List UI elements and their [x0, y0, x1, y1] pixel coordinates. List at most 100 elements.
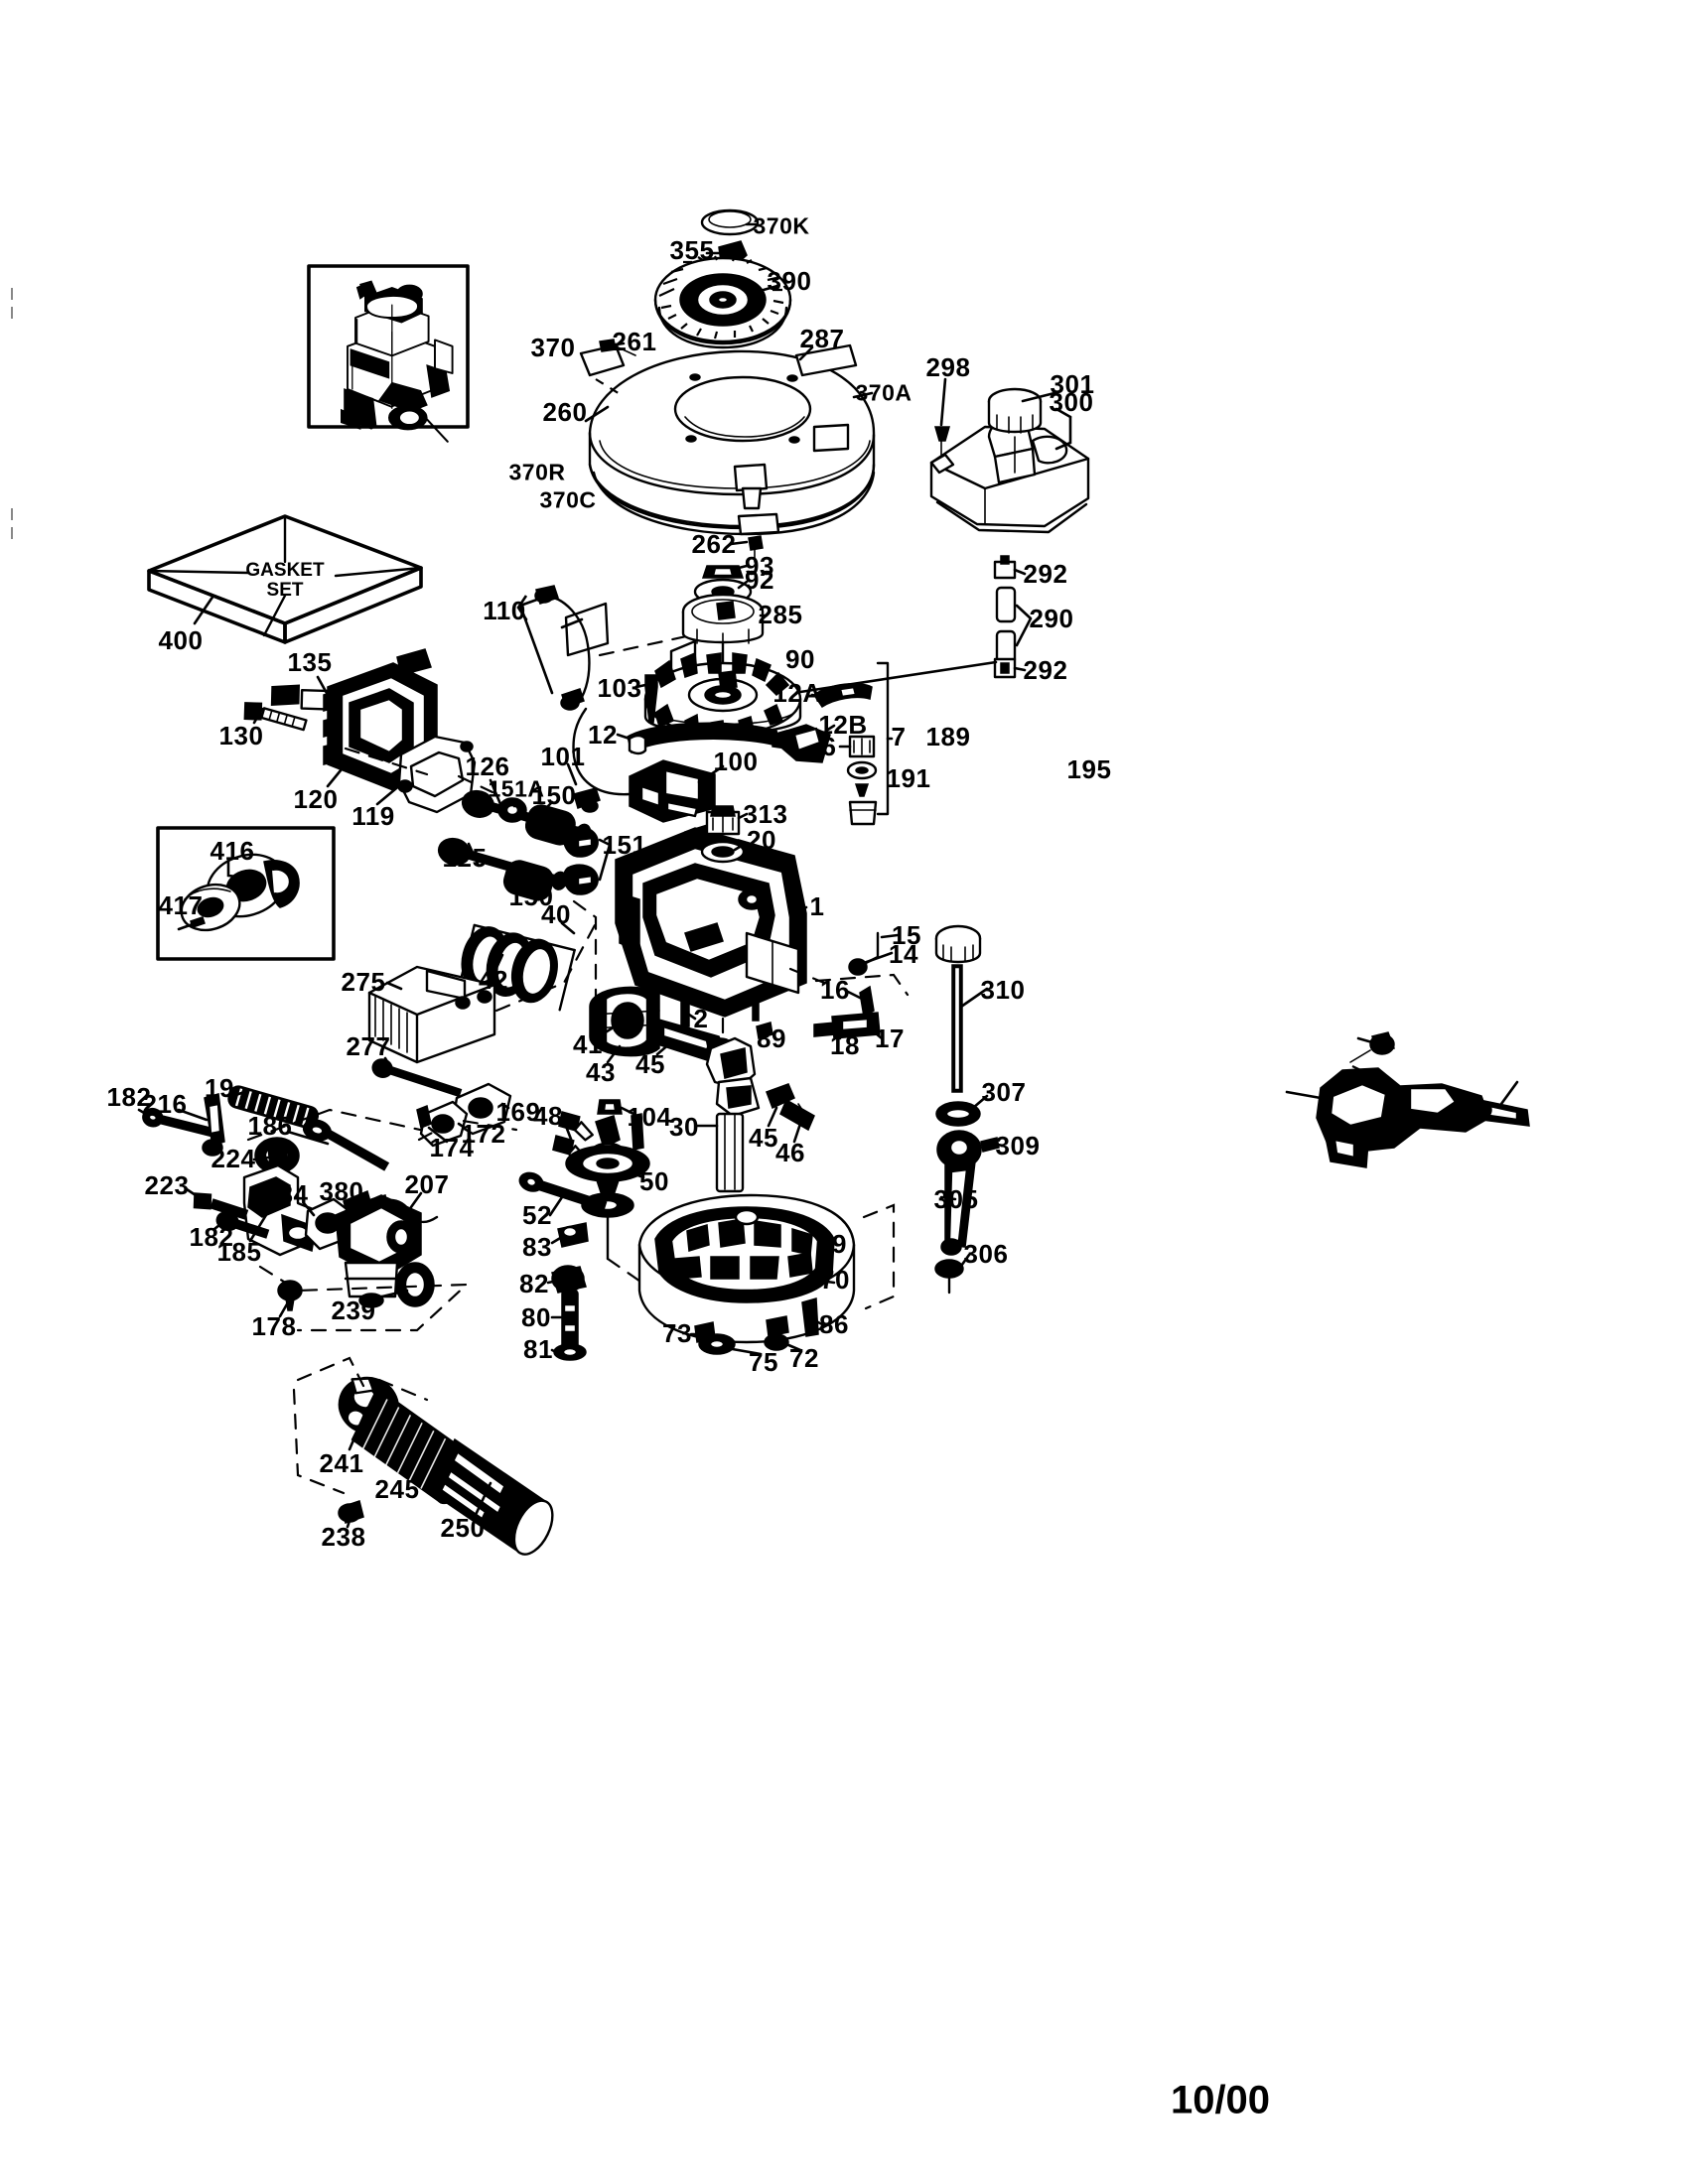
- callout-178-95: 178: [251, 1311, 297, 1341]
- callout-260-9: 260: [542, 397, 588, 427]
- callout-2-56: 2: [693, 1004, 709, 1033]
- callout-6-29: 6: [821, 732, 837, 761]
- callout-172-76: 172: [461, 1119, 506, 1149]
- callout-20-44: 20: [747, 825, 776, 855]
- callout-370C-12: 370C: [539, 486, 597, 513]
- callout-275-53: 275: [341, 967, 386, 997]
- engine-assembly-inset-art: [307, 264, 470, 443]
- callout-150-46: 150: [508, 882, 554, 911]
- callout-285-17: 285: [758, 600, 803, 629]
- callout-69-89: 69: [817, 1229, 847, 1259]
- callout-119-40: 119: [351, 801, 395, 831]
- callout-207-82: 207: [404, 1169, 450, 1199]
- callout-186-68: 186: [247, 1111, 293, 1141]
- callout-277-60: 277: [346, 1031, 391, 1061]
- callout-250-103: 250: [440, 1513, 486, 1543]
- callout-287-5: 287: [799, 324, 845, 353]
- callout-184-80: 184: [263, 1179, 309, 1209]
- callout-93-14: 93: [745, 551, 774, 581]
- gasket-set-text: GASKET SET: [245, 560, 325, 601]
- callout-50-83: 50: [639, 1166, 669, 1196]
- governor-linkage-left-art: [137, 1085, 470, 1332]
- callout-185-86: 185: [216, 1237, 262, 1267]
- callout-400-19: 400: [158, 625, 204, 655]
- callout-41-61: 41: [573, 1029, 603, 1059]
- callout-48-70: 48: [533, 1101, 563, 1131]
- callout-83-88: 83: [522, 1232, 552, 1262]
- callout-306-91: 306: [963, 1239, 1009, 1269]
- callout-298-6: 298: [925, 352, 971, 382]
- cylinder-head-art: [243, 648, 494, 814]
- piston-rod-art: [589, 986, 815, 1193]
- crankshaft-art: [695, 1036, 815, 1193]
- callout-16-54: 16: [820, 975, 850, 1005]
- callout-309-75: 309: [995, 1131, 1041, 1160]
- callout-307-64: 307: [981, 1077, 1027, 1107]
- callout-182-85: 182: [189, 1222, 234, 1252]
- callout-126-32: 126: [465, 751, 510, 781]
- callout-310-55: 310: [980, 975, 1026, 1005]
- callout-86-96: 86: [819, 1309, 849, 1339]
- callout-52-87: 52: [522, 1200, 552, 1230]
- callout-239-94: 239: [331, 1296, 376, 1325]
- callout-417-48: 417: [158, 890, 204, 920]
- callout-120-39: 120: [293, 784, 339, 814]
- piston-rings-art: [458, 923, 576, 1012]
- callout-130-26: 130: [218, 721, 264, 751]
- valve-train-art: [437, 778, 612, 1054]
- throttle-bracket-art: [1285, 1031, 1530, 1168]
- callout-40-47: 40: [541, 899, 571, 929]
- callout-18-57: 18: [830, 1030, 860, 1060]
- callout-46-74: 46: [775, 1138, 805, 1167]
- callout-14-51: 14: [889, 939, 918, 969]
- callout-300-8: 300: [1049, 387, 1094, 417]
- callout-135-23: 135: [287, 647, 333, 677]
- callout-125-41: 125: [442, 843, 488, 873]
- callout-182-65: 182: [106, 1082, 152, 1112]
- callout-30-72: 30: [669, 1112, 699, 1142]
- callout-151A-37: 151A: [488, 775, 545, 802]
- callout-195-35: 195: [1066, 754, 1112, 784]
- callout-89-59: 89: [757, 1024, 786, 1053]
- callout-42-52: 42: [479, 965, 508, 995]
- callout-75-99: 75: [749, 1347, 778, 1377]
- callout-301-7: 301: [1050, 369, 1095, 399]
- callout-17-58: 17: [875, 1024, 905, 1053]
- muffler-art: [367, 921, 598, 1098]
- oil-pan-art: [637, 1193, 896, 1356]
- callout-19-67: 19: [205, 1073, 234, 1103]
- governor-spool-art: [518, 1099, 697, 1361]
- callout-80-93: 80: [521, 1302, 551, 1332]
- starter-dog-inset-art: [156, 826, 336, 961]
- callout-416-45: 416: [210, 836, 255, 866]
- callout-90-21: 90: [785, 644, 815, 674]
- fuel-line-grommets-art: [993, 555, 1033, 679]
- date-code: 10/00: [1170, 2078, 1271, 2122]
- callout-1-49: 1: [809, 891, 825, 921]
- air-filter-art: [292, 1356, 554, 1556]
- callout-245-102: 245: [374, 1474, 420, 1504]
- callout-12B-27: 12B: [818, 710, 868, 740]
- callout-72-100: 72: [789, 1343, 819, 1373]
- gasket-set-art: [147, 514, 423, 644]
- callout-150-38: 150: [531, 780, 577, 810]
- callout-45-62: 45: [635, 1049, 665, 1079]
- callout-101-33: 101: [540, 742, 586, 771]
- callout-73-98: 73: [662, 1318, 692, 1348]
- callout-7-30: 7: [891, 722, 907, 751]
- callout-216-66: 216: [142, 1089, 188, 1119]
- callout-12-28: 12: [588, 720, 618, 750]
- callout-92-15: 92: [745, 565, 774, 595]
- callout-151-43: 151: [602, 830, 647, 860]
- callout-104-71: 104: [627, 1102, 672, 1132]
- callout-43-63: 43: [586, 1057, 616, 1087]
- callout-390-2: 390: [767, 266, 812, 296]
- callout-370A-10: 370A: [855, 379, 912, 406]
- callout-292-16: 292: [1023, 559, 1068, 589]
- callout-110-18: 110: [483, 596, 526, 625]
- callout-261-4: 261: [612, 327, 657, 356]
- callout-380-81: 380: [319, 1176, 364, 1206]
- callout-370-3: 370: [530, 333, 576, 362]
- crankcase-block-art: [615, 805, 910, 1074]
